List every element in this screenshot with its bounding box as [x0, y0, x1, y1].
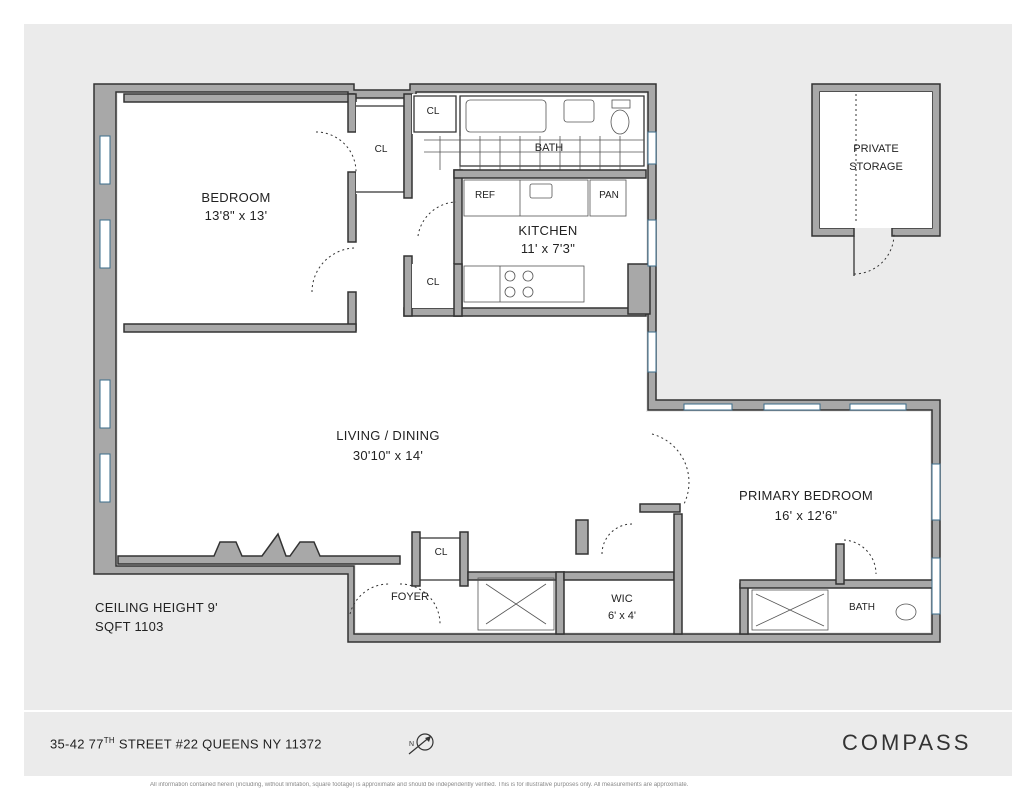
primary-bath-label: BATH — [849, 602, 875, 613]
wall — [467, 571, 565, 581]
address-part: STREET #22 QUEENS NY 11372 — [115, 736, 322, 752]
square-footage: SQFT 1103 — [95, 619, 164, 634]
wic-label: WIC — [611, 593, 632, 605]
storage-label-line1: PRIVATE — [853, 143, 898, 155]
pantry-label: PAN — [599, 190, 619, 201]
svg-text:N: N — [409, 741, 414, 748]
wall — [411, 531, 421, 587]
wall — [835, 543, 845, 585]
hall-closet-outline — [413, 95, 457, 133]
hall-closet-label: CL — [427, 106, 440, 117]
kitchen-closet-label: CL — [427, 277, 440, 288]
bedroom-closet-label: CL — [375, 144, 388, 155]
foyer-closet-floor — [416, 536, 464, 582]
kitchen-label: KITCHEN — [518, 223, 577, 238]
toilet-tank — [611, 99, 631, 109]
door-swings — [311, 131, 877, 625]
ceiling-height: CEILING HEIGHT 9' — [95, 600, 218, 615]
wall — [453, 263, 463, 317]
bath-tile-grid — [424, 136, 644, 170]
foyer-label: FOYER — [391, 591, 429, 603]
primary-bedroom-dims: 16' x 12'6" — [775, 508, 838, 523]
kitchen-dims: 11' x 7'3" — [521, 241, 575, 256]
bedroom-dims: 13'8" x 13' — [205, 208, 268, 223]
north-arrow-icon: N — [405, 730, 437, 763]
floor-plan-area: BEDROOM 13'8" x 13' CL CL BATH REF PAN K… — [24, 24, 1012, 710]
stove-burners — [504, 270, 534, 298]
address-part: 35-42 77 — [50, 736, 104, 752]
living-dims: 30'10" x 14' — [353, 448, 423, 463]
bedroom-label: BEDROOM — [201, 190, 270, 205]
shower-box — [477, 577, 555, 631]
bath-label: BATH — [535, 142, 564, 154]
wall — [739, 583, 749, 635]
wall — [639, 503, 681, 513]
wall — [453, 169, 647, 179]
windows — [99, 131, 941, 615]
wall — [347, 93, 357, 133]
storage-floor — [820, 92, 932, 228]
wall — [555, 571, 565, 635]
kitchen-closet-floor — [412, 264, 460, 308]
pantry-box — [589, 179, 627, 217]
primary-toilet — [895, 603, 917, 621]
foyer-closet-label: CL — [435, 547, 448, 558]
wall — [123, 323, 357, 333]
storage-label-line2: STORAGE — [849, 161, 903, 173]
wall — [575, 519, 589, 555]
bathtub — [465, 99, 547, 133]
ref-label: REF — [475, 190, 495, 201]
listing-address: 35-42 77TH STREET #22 QUEENS NY 11372 — [50, 736, 322, 751]
disclaimer-text: All information contained herein (includ… — [150, 782, 689, 788]
closet-floor — [356, 102, 408, 194]
wall — [673, 513, 683, 635]
address-superscript: TH — [103, 736, 115, 745]
primary-bedroom-label: PRIMARY BEDROOM — [739, 488, 873, 503]
wic-dims: 6' x 4' — [608, 610, 636, 622]
floor-plan-drawing: BEDROOM 13'8" x 13' CL CL BATH REF PAN K… — [93, 83, 941, 643]
kitchen-counter-bottom — [463, 265, 585, 303]
floor-fill — [118, 94, 930, 632]
wall — [459, 531, 469, 587]
kitchen-sink — [529, 183, 553, 199]
wall — [563, 571, 675, 581]
primary-shower — [751, 589, 829, 631]
hall-closet-floor — [412, 94, 460, 134]
unit-stats: CEILING HEIGHT 9' SQFT 1103 — [95, 598, 218, 636]
footer-bar — [24, 712, 1012, 776]
living-bottom-wall — [117, 532, 401, 565]
living-label: LIVING / DINING — [336, 428, 439, 443]
wall — [403, 93, 413, 199]
brand-logo: COMPASS — [842, 730, 972, 755]
kitchen-counter-top — [463, 179, 589, 217]
toilet — [610, 109, 630, 135]
wall-pier — [627, 263, 651, 315]
wall — [403, 255, 413, 317]
wall — [403, 307, 647, 317]
wall — [123, 93, 355, 103]
wall — [347, 171, 357, 243]
bath-sink — [563, 99, 595, 123]
